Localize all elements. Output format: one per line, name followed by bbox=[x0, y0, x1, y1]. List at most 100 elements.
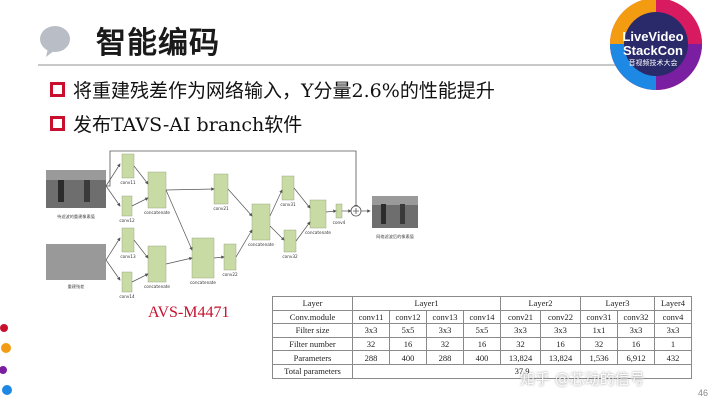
table-cell: 432 bbox=[654, 350, 692, 365]
input-image-reconstruction bbox=[46, 170, 106, 208]
bullet-text: 发布TAVS-AI branch软件 bbox=[73, 114, 303, 136]
label-concat-mid: concatenate bbox=[190, 280, 216, 285]
cube-conv32 bbox=[283, 229, 297, 253]
table-cell: 288 bbox=[426, 350, 464, 365]
label-concat-top: concatenate bbox=[144, 210, 170, 215]
livevideostackcon-logo bbox=[610, 0, 702, 90]
cube-conv11 bbox=[121, 153, 135, 179]
label-conv22: conv22 bbox=[222, 272, 238, 277]
output-caption: 网络滤波后的像素值 bbox=[376, 233, 414, 240]
proposal-label: AVS-M4471 bbox=[148, 304, 230, 321]
table-cell: conv31 bbox=[580, 309, 618, 325]
table-cell: Filter size bbox=[272, 323, 353, 338]
table-cell: 3x3 bbox=[540, 323, 581, 338]
table-row: Parameters 288 400 288 400 13,824 13,824… bbox=[272, 350, 692, 365]
page-number: 46 bbox=[697, 388, 708, 398]
cube-conv12 bbox=[121, 195, 133, 217]
table-cell: 13,824 bbox=[540, 350, 581, 365]
table-cell: conv13 bbox=[426, 309, 464, 325]
table-row: Filter size 3x3 5x5 3x3 5x5 3x3 3x3 1x1 … bbox=[272, 323, 692, 338]
bullet-box-icon bbox=[50, 82, 65, 97]
cube-concat-right bbox=[309, 199, 327, 229]
table-cell: Layer bbox=[272, 296, 353, 311]
input-top-caption: 待滤波的重建像素值 bbox=[57, 213, 95, 220]
label-conv32: conv32 bbox=[282, 254, 298, 259]
table-total-row: Total parameters 37,9 bbox=[272, 363, 692, 379]
table-cell: 32 bbox=[580, 336, 618, 352]
table-cell: 32 bbox=[426, 336, 464, 352]
cube-conv22 bbox=[223, 243, 237, 271]
cube-conv21 bbox=[213, 173, 229, 205]
logo-line2: StackCon bbox=[623, 43, 683, 58]
table-row: Conv.module conv11 conv12 conv13 conv14 … bbox=[272, 309, 692, 325]
parameter-table: Layer Layer1 Layer2 Layer3 Layer4 Conv.m… bbox=[272, 296, 692, 379]
cube-concat-top bbox=[147, 171, 167, 209]
table-cell: 3x3 bbox=[617, 323, 655, 338]
label-conv11: conv11 bbox=[120, 180, 136, 185]
table-cell: 3x3 bbox=[352, 323, 390, 338]
table-cell: Total parameters bbox=[272, 363, 353, 379]
cube-conv31 bbox=[281, 175, 295, 201]
table-cell: 5x5 bbox=[463, 323, 501, 338]
table-cell: 400 bbox=[389, 350, 427, 365]
table-cell: conv22 bbox=[540, 309, 581, 325]
label-concat-right: concatenate bbox=[305, 230, 331, 235]
table-cell: 288 bbox=[352, 350, 390, 365]
cube-concat-mid bbox=[191, 237, 215, 279]
logo-line3: 音视频技术大会 bbox=[628, 60, 678, 67]
network-architecture-diagram: 待滤波的重建像素值 重建残差 bbox=[46, 150, 418, 299]
bullet-text: 将重建残差作为网络输入，Y分量2.6%的性能提升 bbox=[73, 80, 495, 102]
table-cell: 16 bbox=[463, 336, 501, 352]
table-cell: 13,824 bbox=[500, 350, 541, 365]
table-cell: 5x5 bbox=[389, 323, 427, 338]
label-conv14: conv14 bbox=[119, 294, 135, 299]
table-cell: Parameters bbox=[272, 350, 353, 365]
table-header-row: Layer Layer1 Layer2 Layer3 Layer4 bbox=[272, 296, 692, 311]
table-cell: 16 bbox=[540, 336, 581, 352]
label-concat-bottom: concatenate bbox=[144, 284, 170, 289]
table-cell: conv12 bbox=[389, 309, 427, 325]
bullet-item: 发布TAVS-AI branch软件 bbox=[50, 110, 302, 137]
cube-concat-main bbox=[251, 203, 271, 241]
speech-bubble-icon bbox=[40, 26, 70, 57]
table-cell: 400 bbox=[463, 350, 501, 365]
label-conv31: conv31 bbox=[280, 202, 296, 207]
table-cell: 32 bbox=[500, 336, 541, 352]
table-cell: 16 bbox=[389, 336, 427, 352]
input-bottom-caption: 重建残差 bbox=[68, 283, 85, 290]
table-cell: 1x1 bbox=[580, 323, 618, 338]
table-cell: conv11 bbox=[352, 309, 390, 325]
logo-line1: LiveVideo bbox=[622, 29, 684, 44]
table-cell: 16 bbox=[617, 336, 655, 352]
slide-title: 智能编码 bbox=[96, 26, 220, 61]
table-cell: Layer1 bbox=[352, 296, 501, 311]
table-cell: conv14 bbox=[463, 309, 501, 325]
cube-conv13 bbox=[121, 227, 135, 253]
title-divider bbox=[38, 64, 638, 66]
table-cell: Conv.module bbox=[272, 309, 353, 325]
bullet-box-icon bbox=[50, 116, 65, 131]
logo-text: LiveVideo StackCon 音视频技术大会 bbox=[608, 30, 698, 67]
bullet-item: 将重建残差作为网络输入，Y分量2.6%的性能提升 bbox=[50, 76, 495, 103]
table-cell: 3x3 bbox=[654, 323, 692, 338]
label-concat-main: concatenate bbox=[248, 242, 274, 247]
table-cell: 1 bbox=[654, 336, 692, 352]
table-cell: Layer2 bbox=[500, 296, 581, 311]
watermark: 知乎 @芯动的信号 bbox=[520, 370, 645, 388]
table-cell: 6,912 bbox=[617, 350, 655, 365]
table-cell: 37,9 bbox=[352, 363, 692, 379]
cube-concat-bottom bbox=[147, 245, 167, 283]
label-conv13: conv13 bbox=[120, 254, 136, 259]
label-conv21: conv21 bbox=[213, 206, 229, 211]
table-cell: 1,536 bbox=[580, 350, 618, 365]
table-cell: Filter number bbox=[272, 336, 353, 352]
table-cell: conv4 bbox=[654, 309, 692, 325]
table-cell: 3x3 bbox=[500, 323, 541, 338]
table-row: Filter number 32 16 32 16 32 16 32 16 1 bbox=[272, 336, 692, 352]
table-cell: Layer4 bbox=[654, 296, 692, 311]
label-conv4: conv4 bbox=[333, 220, 346, 225]
table-cell: 3x3 bbox=[426, 323, 464, 338]
table-cell: Layer3 bbox=[580, 296, 655, 311]
table-cell: 32 bbox=[352, 336, 390, 352]
decorative-dots bbox=[0, 324, 12, 395]
